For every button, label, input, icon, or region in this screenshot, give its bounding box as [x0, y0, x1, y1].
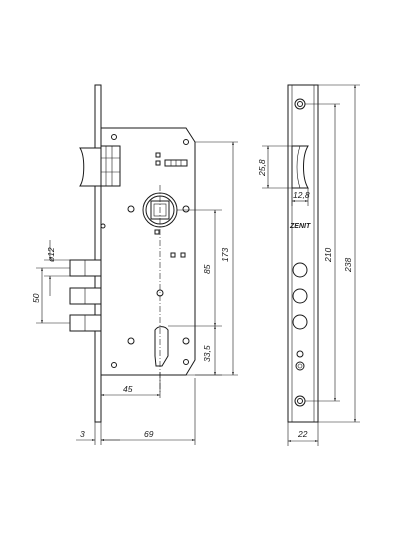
brand-label: ZENIT — [289, 223, 311, 230]
dim-bolt-pitch: 50 — [31, 293, 41, 303]
hub-screw-right — [182, 205, 190, 213]
dim-body-width: 69 — [144, 429, 154, 439]
case-screw-top-left — [111, 134, 117, 140]
hub-screw-left — [127, 205, 135, 213]
dim-case-height: 173 — [220, 248, 230, 262]
dim-thickness: 3 — [80, 429, 85, 439]
dim-spindle-to-cylinder: 85 — [202, 264, 212, 274]
front-view-dimensions: 25,8 12,8 210 238 22 — [257, 84, 360, 446]
lock-case-view — [69, 84, 196, 423]
faceplate-bolt-1 — [292, 262, 308, 278]
dim-bolt-diameter: ø12 — [46, 247, 56, 262]
dim-faceplate-height: 238 — [343, 258, 353, 273]
latch-housing — [100, 145, 121, 187]
deadbolts — [69, 259, 102, 332]
dim-latch-width: 12,8 — [293, 190, 310, 200]
front-plate — [94, 84, 102, 423]
case-screw-bottom-right — [183, 359, 189, 365]
dim-screw-pitch: 210 — [323, 248, 333, 263]
case-screw-top-right — [183, 139, 189, 145]
latch-bolt — [79, 147, 102, 187]
top-slots — [155, 152, 188, 167]
faceplate-bolt-3 — [292, 314, 308, 330]
dim-cylinder-offset: 33,5 — [202, 345, 212, 362]
faceplate — [287, 84, 319, 423]
dim-latch-height: 25,8 — [257, 159, 267, 177]
case-screw-bottom-left — [111, 362, 117, 368]
dim-faceplate-width: 22 — [297, 429, 308, 439]
cylinder-cutout — [154, 326, 169, 367]
dim-backset: 45 — [123, 384, 133, 394]
faceplate-latch — [291, 145, 309, 189]
side-view-dimensions: ø12 50 45 3 69 33,5 85 173 — [31, 141, 238, 445]
faceplate-view: ZENIT — [287, 84, 319, 423]
faceplate-bolt-2 — [292, 288, 308, 304]
